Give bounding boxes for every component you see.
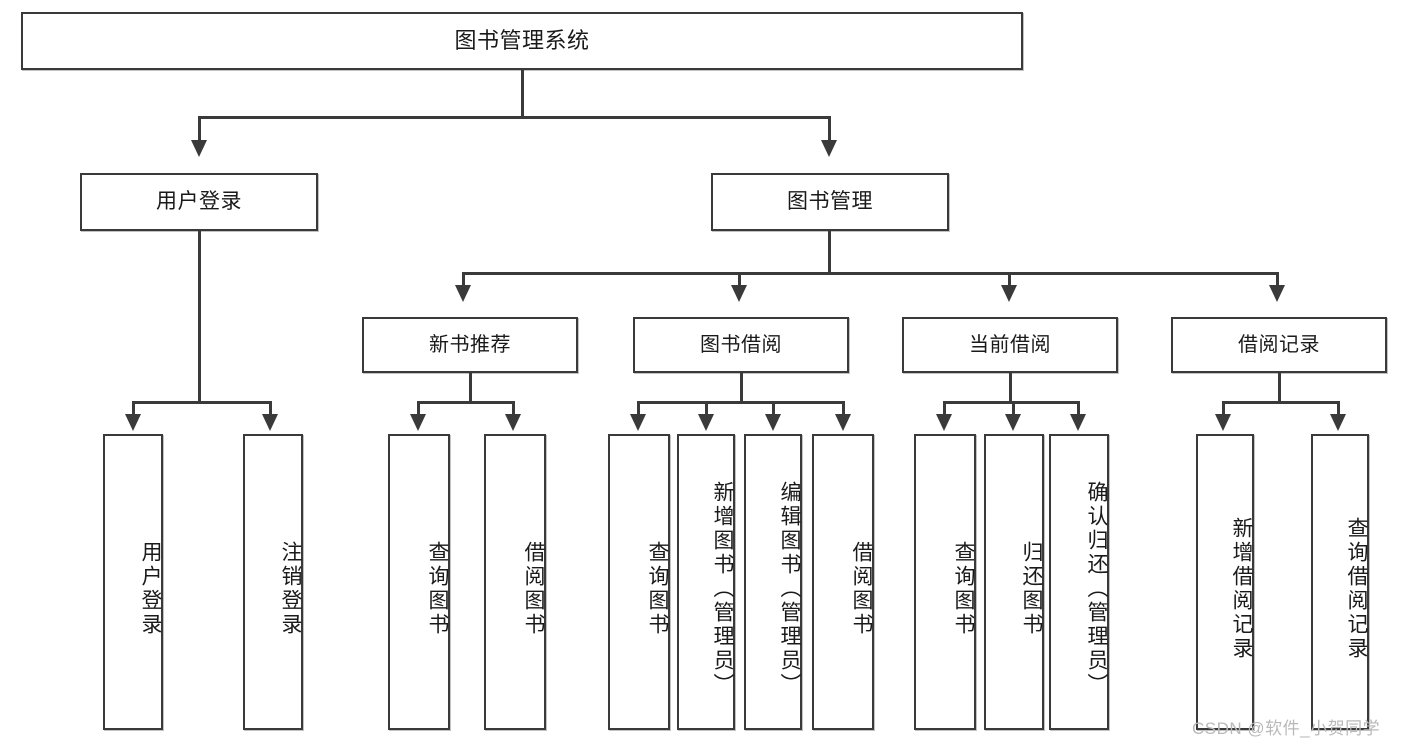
connector-book-manage-drop-2 (738, 272, 741, 288)
node-root-system[interactable]: 图书管理系统 (21, 12, 1023, 70)
leaf-user-login-logout[interactable]: 注销登录 (243, 434, 303, 730)
connector-book-borrow-bar (637, 401, 845, 404)
node-label: 图书借阅 (700, 333, 782, 356)
connector-current-borrow-drop-2 (1012, 401, 1015, 417)
connector-book-manage-drop-3 (1008, 272, 1011, 288)
leaf-book-borrow-add-book-admin[interactable]: 新增图书（管理员） (677, 434, 735, 730)
connector-book-manage-drop-4 (1276, 272, 1279, 288)
node-label: 借阅记录 (1238, 333, 1320, 356)
connector-borrow-record-stem (1278, 373, 1281, 403)
arrowhead-current-borrow-leaf-1 (936, 414, 952, 431)
leaf-new-book-query-book[interactable]: 查询图书 (388, 434, 450, 730)
arrowhead-book-borrow-leaf-1 (630, 414, 646, 431)
connector-book-borrow-drop-1 (637, 401, 640, 417)
leaf-label: 查询图书 (426, 541, 449, 637)
connector-borrow-record-drop-2 (1337, 401, 1340, 417)
arrowhead-to-book-borrow (731, 285, 747, 302)
leaf-new-book-borrow-book[interactable]: 借阅图书 (484, 434, 546, 730)
connector-user-login-drop-1 (132, 401, 135, 417)
arrowhead-root-to-book-manage (821, 140, 837, 157)
leaf-book-borrow-edit-book-admin[interactable]: 编辑图书（管理员） (744, 434, 802, 730)
connector-borrow-record-drop-1 (1222, 401, 1225, 417)
node-book-borrow[interactable]: 图书借阅 (633, 317, 849, 373)
arrowhead-book-borrow-leaf-2 (698, 414, 714, 431)
connector-book-borrow-drop-2 (705, 401, 708, 417)
connector-current-borrow-stem (1009, 373, 1012, 403)
connector-book-manage-bar (462, 272, 1279, 275)
leaf-label: 新增借阅记录 (1230, 517, 1253, 661)
leaf-label: 归还图书 (1020, 541, 1043, 637)
node-label: 用户登录 (156, 189, 242, 213)
connector-new-book-drop-2 (512, 401, 515, 417)
connector-user-login-drop-2 (269, 401, 272, 417)
connector-book-manage-drop-1 (462, 272, 465, 288)
arrowhead-to-current-borrow (1001, 285, 1017, 302)
leaf-label: 注销登录 (279, 541, 302, 637)
leaf-label: 用户登录 (139, 541, 162, 637)
node-user-login[interactable]: 用户登录 (80, 173, 318, 231)
leaf-label: 借阅图书 (522, 541, 545, 637)
node-label: 新书推荐 (429, 333, 511, 356)
connector-current-borrow-drop-3 (1077, 401, 1080, 417)
arrowhead-borrow-record-leaf-2 (1330, 414, 1346, 431)
node-new-book-recommend[interactable]: 新书推荐 (362, 317, 578, 373)
connector-root-stem (521, 70, 524, 118)
arrowhead-book-borrow-leaf-4 (835, 414, 851, 431)
node-label: 当前借阅 (969, 333, 1051, 356)
leaf-label: 借阅图书 (850, 541, 873, 637)
arrowhead-current-borrow-leaf-2 (1005, 414, 1021, 431)
leaf-book-borrow-query-book[interactable]: 查询图书 (608, 434, 670, 730)
leaf-label: 查询借阅记录 (1345, 517, 1368, 661)
node-label: 图书管理系统 (454, 28, 590, 54)
arrowhead-borrow-record-leaf-1 (1215, 414, 1231, 431)
connector-current-borrow-bar (943, 401, 1080, 404)
connector-user-login-stem (198, 231, 201, 403)
connector-book-borrow-drop-4 (842, 401, 845, 417)
arrowhead-to-new-book-recommend (455, 285, 471, 302)
leaf-label: 新增图书（管理员） (711, 481, 734, 697)
connector-book-manage-stem (828, 231, 831, 274)
connector-current-borrow-drop-1 (943, 401, 946, 417)
node-current-borrow[interactable]: 当前借阅 (902, 317, 1118, 373)
leaf-current-borrow-query-book[interactable]: 查询图书 (914, 434, 976, 730)
leaf-borrow-record-add-record[interactable]: 新增借阅记录 (1196, 434, 1254, 730)
arrowhead-current-borrow-leaf-3 (1070, 414, 1086, 431)
arrowhead-new-book-leaf-1 (410, 414, 426, 431)
arrowhead-user-login-leaf-2 (262, 414, 278, 431)
connector-root-bar (198, 116, 831, 119)
connector-new-book-stem (469, 373, 472, 403)
leaf-current-borrow-confirm-return-admin[interactable]: 确认归还（管理员） (1049, 434, 1109, 730)
leaf-borrow-record-query-record[interactable]: 查询借阅记录 (1311, 434, 1369, 730)
leaf-label: 查询图书 (952, 541, 975, 637)
leaf-user-login-login[interactable]: 用户登录 (103, 434, 163, 730)
arrowhead-root-to-user-login (191, 140, 207, 157)
node-borrow-record[interactable]: 借阅记录 (1171, 317, 1387, 373)
leaf-book-borrow-borrow-book[interactable]: 借阅图书 (812, 434, 874, 730)
leaf-current-borrow-return-book[interactable]: 归还图书 (984, 434, 1044, 730)
leaf-label: 编辑图书（管理员） (778, 481, 801, 697)
connector-new-book-bar (417, 401, 515, 404)
arrowhead-book-borrow-leaf-3 (765, 414, 781, 431)
connector-root-to-book-manage (828, 116, 831, 144)
connector-book-borrow-drop-3 (772, 401, 775, 417)
connector-user-login-bar (132, 401, 271, 404)
leaf-label: 查询图书 (646, 541, 669, 637)
node-book-management[interactable]: 图书管理 (711, 173, 949, 231)
arrowhead-to-borrow-record (1269, 285, 1285, 302)
connector-root-to-user-login (198, 116, 201, 144)
arrowhead-new-book-leaf-2 (505, 414, 521, 431)
node-label: 图书管理 (787, 189, 873, 213)
connector-new-book-drop-1 (417, 401, 420, 417)
arrowhead-user-login-leaf-1 (125, 414, 141, 431)
csdn-watermark: CSDN @软件_小贺同学 (1192, 719, 1381, 738)
connector-borrow-record-bar (1222, 401, 1340, 404)
connector-book-borrow-stem (740, 373, 743, 403)
leaf-label: 确认归还（管理员） (1085, 481, 1108, 697)
